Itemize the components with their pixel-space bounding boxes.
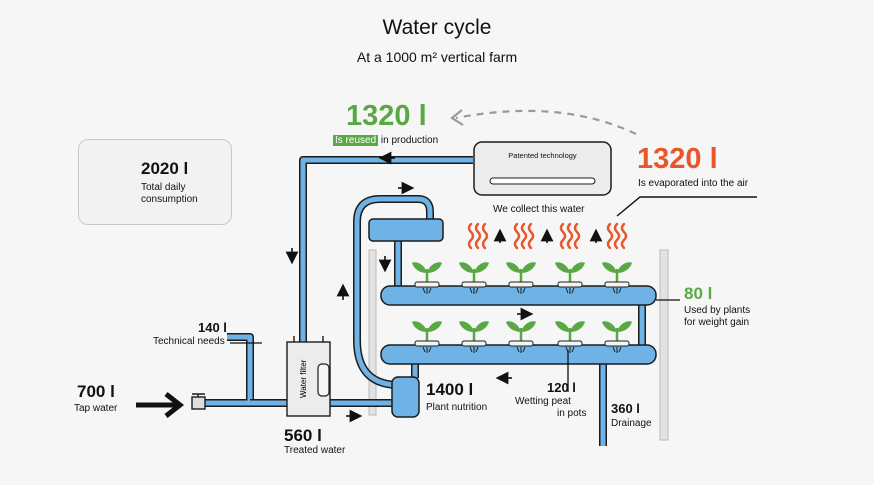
daily-consumption-card: 2020 l Total daily consumption (78, 139, 232, 225)
upper-tray (380, 285, 657, 306)
collector-device-slot (489, 177, 596, 185)
tap-amount: 700 l (77, 382, 115, 401)
nutrition-amount: 1400 l (426, 380, 474, 399)
plant-icon (506, 262, 536, 294)
daily-amount: 2020 l (141, 159, 189, 178)
peat-amount: 120 l (547, 380, 576, 395)
heat-wave-icon (606, 222, 628, 250)
technical-amount: 140 l (198, 320, 227, 335)
heat-waves (467, 222, 628, 250)
reused-amount: 1320 l (346, 100, 427, 132)
tap-label: Tap water (74, 403, 118, 414)
drainage-amount: 360 l (611, 401, 640, 416)
heat-wave-icon (513, 222, 535, 250)
collector-device (473, 141, 612, 196)
page-subtitle: At a 1000 m² vertical farm (356, 49, 518, 65)
return-dashed-arrow (455, 109, 637, 135)
evaporated-amount: 1320 l (637, 143, 718, 175)
plant-icon (555, 262, 585, 294)
reused-highlight: Is reused (333, 135, 379, 146)
filter-cartridge (317, 363, 330, 397)
peat-label-1: Wetting peat (515, 396, 571, 407)
plants-used-label-2: for weight gain (684, 317, 750, 328)
plant-icon (602, 262, 632, 294)
daily-label-1: Total daily (141, 182, 186, 193)
treated-label: Treated water (284, 445, 346, 456)
support-rail-right (659, 249, 669, 441)
plant-icon (459, 321, 489, 353)
plants-used-amount: 80 l (684, 284, 713, 303)
tap-icon (191, 393, 206, 410)
plant-icon (412, 321, 442, 353)
filter-handles (293, 336, 324, 342)
lower-tray (380, 344, 657, 365)
heat-wave-icon (559, 222, 581, 250)
heat-wave-icon (467, 222, 489, 250)
evaporated-pointer-line (616, 196, 757, 217)
evaporated-label: Is evaporated into the air (638, 178, 749, 189)
device-label: Patented technology (508, 151, 577, 160)
tap-water-arrow-head (164, 392, 185, 418)
nutrition-tank (391, 376, 420, 418)
reused-label: Is reused in production (333, 135, 438, 146)
drainage-label: Drainage (611, 418, 652, 429)
top-tank (368, 218, 444, 242)
return-arrow-head (450, 109, 464, 126)
daily-label-2: consumption (141, 194, 198, 205)
support-rail-left (368, 249, 377, 416)
reused-rest: in production (378, 135, 439, 146)
technical-label: Technical needs (153, 336, 225, 347)
flow-arrows (285, 151, 603, 423)
plants (412, 262, 632, 353)
plant-icon (459, 262, 489, 294)
plants-used-label-1: Used by plants (684, 305, 751, 316)
treated-amount: 560 l (284, 426, 322, 445)
plant-icon (506, 321, 536, 353)
pipes (205, 156, 646, 446)
device-caption: We collect this water (493, 204, 585, 215)
plant-icon (412, 262, 442, 294)
filter-label: Water filter (299, 359, 308, 398)
peat-label-2: in pots (557, 408, 587, 419)
plant-icon (555, 321, 585, 353)
page-title: Water cycle (382, 16, 492, 39)
nutrition-label: Plant nutrition (426, 402, 488, 413)
plant-icon (602, 321, 632, 353)
